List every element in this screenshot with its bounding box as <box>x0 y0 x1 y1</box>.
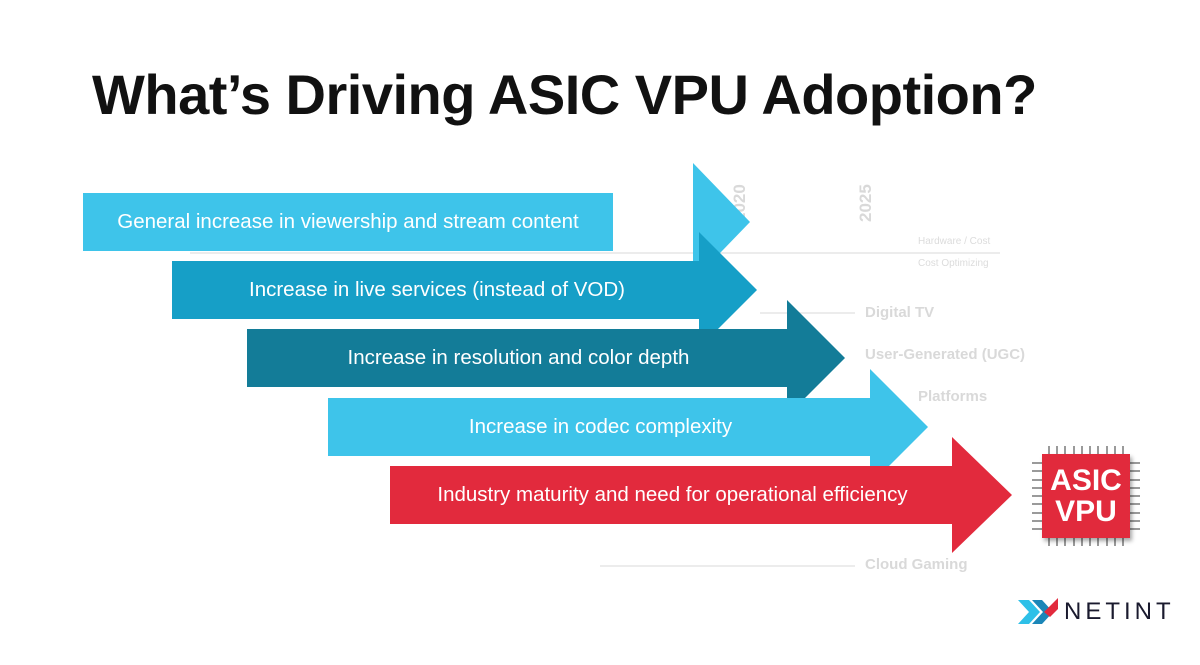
bg-note: Cost Optimizing <box>918 258 989 269</box>
chip-label-line2: VPU <box>1055 495 1117 528</box>
bg-note: Hardware / Cost <box>918 236 991 247</box>
chip-die: ASIC VPU <box>1042 454 1130 538</box>
arrow-body <box>172 261 702 319</box>
driver-label: Industry maturity and need for operation… <box>437 483 908 506</box>
bg-row-line <box>600 565 855 567</box>
bg-category: Platforms <box>918 388 988 405</box>
chip-pins <box>1048 446 1124 456</box>
bg-category: Cloud Gaming <box>865 556 968 573</box>
arrow-head <box>699 232 757 348</box>
bg-category: User-Generated (UGC) <box>865 346 1026 363</box>
driver-label: Increase in codec complexity <box>468 415 733 438</box>
bg-axis-line <box>190 252 1000 254</box>
arrow-body <box>83 193 613 251</box>
arrow-body <box>328 398 873 456</box>
chip-pins <box>1032 462 1042 530</box>
netint-logo-icon <box>1018 598 1058 624</box>
chip-label-line1: ASIC <box>1050 464 1122 497</box>
chip-icon: ASIC VPU <box>1032 446 1140 546</box>
netint-logo: NETINT <box>1018 596 1175 628</box>
arrow-head <box>787 300 845 416</box>
arrow-body <box>247 329 790 387</box>
arrow-body <box>390 466 955 524</box>
netint-logo-text: NETINT <box>1064 598 1175 625</box>
arrow-head <box>870 369 928 485</box>
chip-pins <box>1048 536 1124 546</box>
bg-year: 2025 <box>856 184 875 222</box>
driver-label: General increase in viewership and strea… <box>117 210 579 233</box>
driver-label: Increase in resolution and color depth <box>347 346 690 369</box>
chip-pins <box>1130 462 1140 530</box>
driver-label: Increase in live services (instead of VO… <box>249 278 625 301</box>
page-title: What’s Driving ASIC VPU Adoption? <box>92 63 1037 126</box>
bg-category: Digital TV <box>865 304 935 321</box>
arrow-head <box>952 437 1012 553</box>
